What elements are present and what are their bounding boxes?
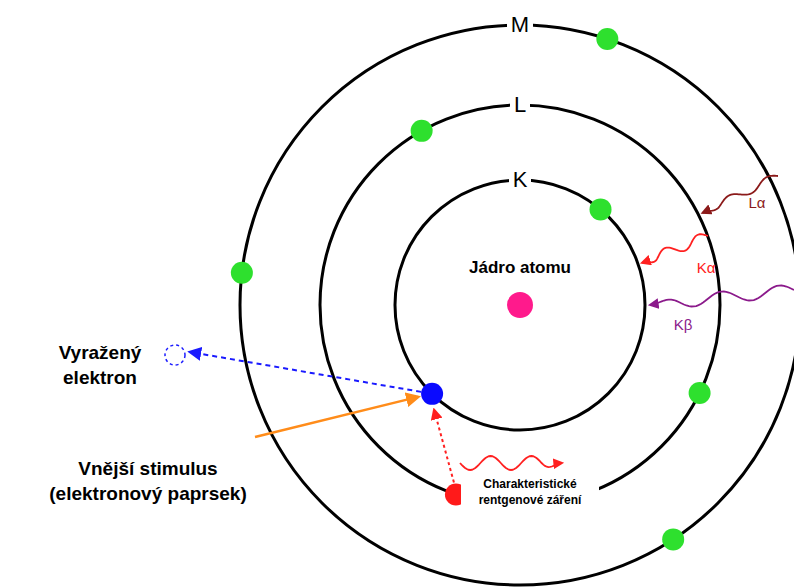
electron-shell [395, 180, 645, 430]
nucleus [507, 292, 533, 318]
line-label: Lα [748, 193, 765, 213]
transition-arrow [434, 410, 454, 483]
ejected-electron [165, 345, 185, 365]
shell-label: L [510, 91, 530, 120]
xray-wave [703, 176, 778, 213]
callout-label: Vyražený elektron [40, 341, 160, 390]
nucleus-label: Jádro atomu [469, 257, 571, 279]
line-label: Kα [697, 258, 716, 278]
electron-shell [240, 25, 794, 585]
callout-label: Vnější stimulus (elektronový paprsek) [28, 457, 268, 506]
vacancy-electron [421, 383, 443, 405]
ejection-arrow [190, 352, 421, 392]
xray-wave [650, 285, 794, 306]
electron [596, 28, 618, 50]
xray-wave [642, 234, 708, 263]
xray-wave [460, 456, 562, 470]
stimulus-arrow [255, 397, 418, 437]
electron [231, 262, 253, 284]
electron [590, 198, 612, 220]
line-label: Kβ [674, 315, 693, 335]
electron [662, 528, 684, 550]
callout-label: Charakteristické rentgenové záření [461, 477, 599, 508]
electron [411, 120, 433, 142]
shell-label: K [509, 166, 532, 195]
electron [689, 382, 711, 404]
electron-shell [320, 105, 720, 505]
shell-label: M [507, 11, 533, 40]
